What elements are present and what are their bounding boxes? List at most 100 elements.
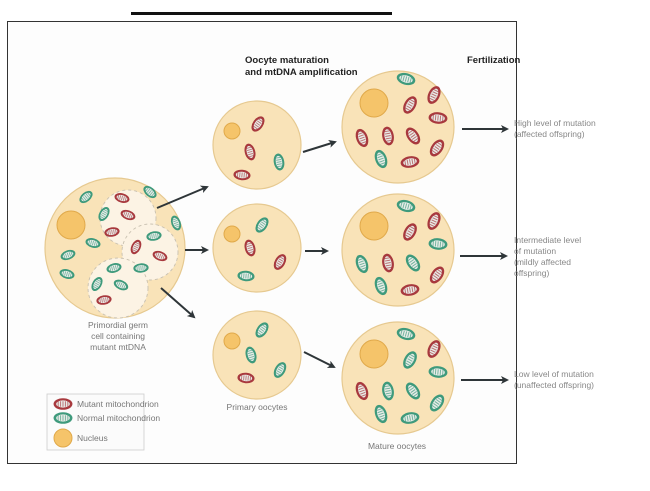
mutant-mitochondrion <box>427 212 441 230</box>
normal-mitochondrion <box>273 153 285 171</box>
nucleus <box>223 225 241 243</box>
cell-membrane <box>341 193 455 307</box>
normal-mitochondrion <box>170 215 182 231</box>
mutant-mitochondrion <box>428 112 448 124</box>
arrow-primordial-to-primary-3 <box>160 287 196 319</box>
normal-mitochondrion <box>428 238 448 250</box>
mutant-mitochondrion <box>400 156 420 168</box>
normal-mitochondrion <box>403 351 417 369</box>
mature-oocyte-2 <box>341 193 455 307</box>
normal-mitochondrion <box>396 199 416 213</box>
normal-mitochondrion <box>374 149 388 169</box>
nucleus-icon <box>53 428 73 448</box>
primary-oocyte-2 <box>212 203 302 293</box>
normal-mitochondrion <box>98 206 110 222</box>
outcome-intermediate-line2: of mutation <box>514 246 556 256</box>
nucleus <box>223 122 241 140</box>
mutant-mitochondrion <box>400 284 420 296</box>
outcome-intermediate-line1: Intermediate level <box>514 235 581 245</box>
cell-membrane <box>212 203 302 293</box>
mature-oocyte-3 <box>341 321 455 435</box>
normal-mitochondrion <box>396 72 416 86</box>
normal-mitochondrion-icon <box>53 412 73 424</box>
normal-mitochondrion <box>255 217 269 233</box>
legend-normal-label: Normal mitochondrion <box>77 413 160 423</box>
mutant-mitochondrion <box>152 250 168 262</box>
nucleus <box>359 88 389 118</box>
cell-membrane <box>341 321 455 435</box>
header-maturation-line1: Oocyte maturation <box>245 55 329 66</box>
mutant-mitochondrion <box>104 227 120 237</box>
normal-mitochondrion <box>396 327 416 341</box>
mutant-mitochondrion <box>429 139 445 157</box>
mutant-mitochondrion <box>130 239 142 255</box>
top-rule <box>131 12 392 15</box>
mutant-mitochondrion <box>403 96 417 114</box>
normal-mitochondrion <box>374 404 388 424</box>
nucleus <box>56 210 86 240</box>
label-mature-oocytes: Mature oocytes <box>368 441 426 451</box>
normal-mitochondrion <box>273 362 287 378</box>
mutant-mitochondrion <box>96 295 112 305</box>
mutant-mitochondrion <box>355 381 369 401</box>
normal-mitochondrion <box>245 346 257 364</box>
normal-mitochondrion <box>113 279 129 291</box>
outcome-intermediate-line4: offspring) <box>514 268 549 278</box>
header-fertilization: Fertilization <box>467 55 521 66</box>
mature-oocyte-1 <box>341 70 455 184</box>
outcome-high-line1: High level of mutation <box>514 118 596 128</box>
outcome-low-line1: Low level of mutation <box>514 369 594 379</box>
mutant-mitochondrion <box>273 254 287 270</box>
outcome-high-line2: (affected offspring) <box>514 129 585 139</box>
outcome-intermediate: Intermediate level of mutation (mildly a… <box>514 235 581 278</box>
label-primary-oocytes: Primary oocytes <box>227 402 288 412</box>
label-primordial-line1: Primordial germ <box>88 320 148 330</box>
mutant-mitochondrion-icon <box>53 398 73 410</box>
normal-mitochondrion <box>255 322 269 338</box>
normal-mitochondrion <box>237 270 255 282</box>
header-maturation-line2: and mtDNA amplification <box>245 67 358 78</box>
nucleus <box>359 211 389 241</box>
mutant-mitochondrion <box>405 127 421 145</box>
primary-oocyte-1 <box>212 100 302 190</box>
normal-mitochondrion <box>405 382 421 400</box>
cell-membrane <box>212 100 302 190</box>
normal-mitochondrion <box>405 254 421 272</box>
normal-mitochondrion <box>91 276 103 292</box>
mutant-mitochondrion <box>382 253 394 273</box>
arrow-primary-to-mature-1 <box>302 139 337 153</box>
normal-mitochondrion <box>60 249 76 261</box>
arrow-primordial-to-primary-1 <box>156 185 209 209</box>
primary-oocyte-3 <box>212 310 302 400</box>
mutant-mitochondrion <box>355 128 369 148</box>
mutant-mitochondrion <box>114 193 130 203</box>
nucleus <box>223 332 241 350</box>
cell-membrane <box>212 310 302 400</box>
normal-mitochondrion <box>106 263 122 273</box>
mutant-mitochondrion <box>233 169 251 181</box>
mutant-mitochondrion <box>244 143 256 161</box>
legend: Mutant mitochondrion Normal mitochondrio… <box>46 393 160 451</box>
normal-mitochondrion <box>400 412 420 424</box>
outcome-low-line2: (unaffected offspring) <box>514 380 594 390</box>
normal-mitochondrion <box>146 231 162 241</box>
outcome-high: High level of mutation (affected offspri… <box>514 118 596 139</box>
mutant-mitochondrion <box>403 223 417 241</box>
normal-mitochondrion <box>59 269 75 279</box>
normal-mitochondrion <box>355 254 369 274</box>
outcome-low: Low level of mutation (unaffected offspr… <box>514 369 594 390</box>
nucleus <box>359 339 389 369</box>
normal-mitochondrion <box>429 394 445 412</box>
mutant-mitochondrion <box>427 86 441 104</box>
normal-mitochondrion <box>374 276 388 296</box>
normal-mitochondrion <box>53 412 73 424</box>
mutant-mitochondrion <box>53 398 73 410</box>
label-primordial-line3: mutant mtDNA <box>90 342 146 352</box>
mutant-mitochondrion <box>427 340 441 358</box>
label-primordial-line2: cell containing <box>91 331 145 341</box>
mutant-mitochondrion <box>120 209 136 221</box>
mutant-mitochondrion <box>429 266 445 284</box>
normal-mitochondrion <box>143 185 157 199</box>
arrow-primary-to-mature-3 <box>303 351 336 368</box>
